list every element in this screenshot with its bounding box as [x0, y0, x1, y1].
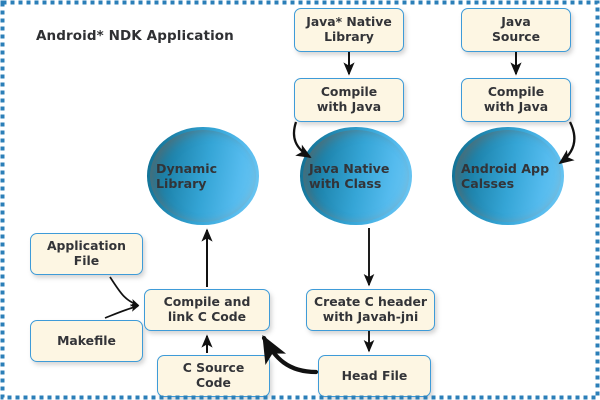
node-application-file[interactable]: Application File: [30, 233, 143, 275]
node-compile-with-java-right[interactable]: Compile with Java: [461, 78, 571, 122]
node-create-c-header-with-javah-jni[interactable]: Create C header with Javah-jni: [306, 289, 435, 331]
node-label-line1: Application: [46, 238, 127, 254]
node-label-line1: Compile: [320, 84, 378, 100]
page-title: Android* NDK Application: [36, 28, 234, 44]
node-java-source[interactable]: Java Source: [461, 8, 571, 52]
circle-android-app-calsses[interactable]: Android App Calsses: [452, 127, 564, 225]
node-label-line1: Java: [501, 14, 531, 30]
node-label-line2: File: [73, 253, 100, 268]
node-label-line1: Java* Native: [306, 14, 392, 30]
node-label-line2: with Java: [483, 99, 549, 114]
circle-label-line2: Library: [156, 176, 207, 191]
node-label-line2: with Javah-jni: [322, 309, 419, 324]
circle-label-line1: Java Native: [309, 160, 390, 176]
node-label-line2: with Java: [316, 99, 382, 114]
circle-dynamic-library[interactable]: Dynamic Library: [147, 127, 259, 225]
circle-label-line2: with Class: [309, 176, 382, 191]
node-label-line2: link C Code: [167, 309, 247, 324]
edge-application-file-to-compile-and-link-c-code: [109, 276, 140, 307]
circle-label-line2: Calsses: [461, 176, 515, 191]
node-label-line2: Library: [324, 29, 374, 44]
node-compile-and-link-c-code[interactable]: Compile and link C Code: [144, 289, 270, 331]
circle-label-line1: Dynamic: [156, 160, 218, 176]
node-label-line1: Compile: [487, 84, 545, 100]
circle-label-line1: Android App: [461, 160, 550, 176]
node-makefile[interactable]: Makefile: [30, 320, 143, 362]
node-label-line1: Create C header: [314, 294, 427, 310]
edge-makefile-to-compile-and-link-c-code: [104, 304, 140, 319]
node-label-line1: C Source: [182, 360, 245, 376]
node-head-file[interactable]: Head File: [318, 355, 431, 397]
edge-compile-right-to-android-app-calsses: [558, 121, 576, 165]
node-java-native-library[interactable]: Java* Native Library: [294, 8, 404, 52]
edge-head-file-to-compile-and-link-c-code: [261, 335, 319, 375]
node-compile-with-java-left[interactable]: Compile with Java: [294, 78, 404, 122]
circle-java-native-with-class[interactable]: Java Native with Class: [300, 127, 412, 225]
node-label-line1: Makefile: [57, 332, 116, 348]
node-label-line2: Source: [491, 29, 541, 44]
node-label-line1: Compile and: [163, 294, 251, 310]
node-label-line1: Head File: [341, 367, 408, 383]
node-c-source-code[interactable]: C Source Code: [157, 355, 270, 397]
node-label-line2: Code: [196, 375, 231, 390]
